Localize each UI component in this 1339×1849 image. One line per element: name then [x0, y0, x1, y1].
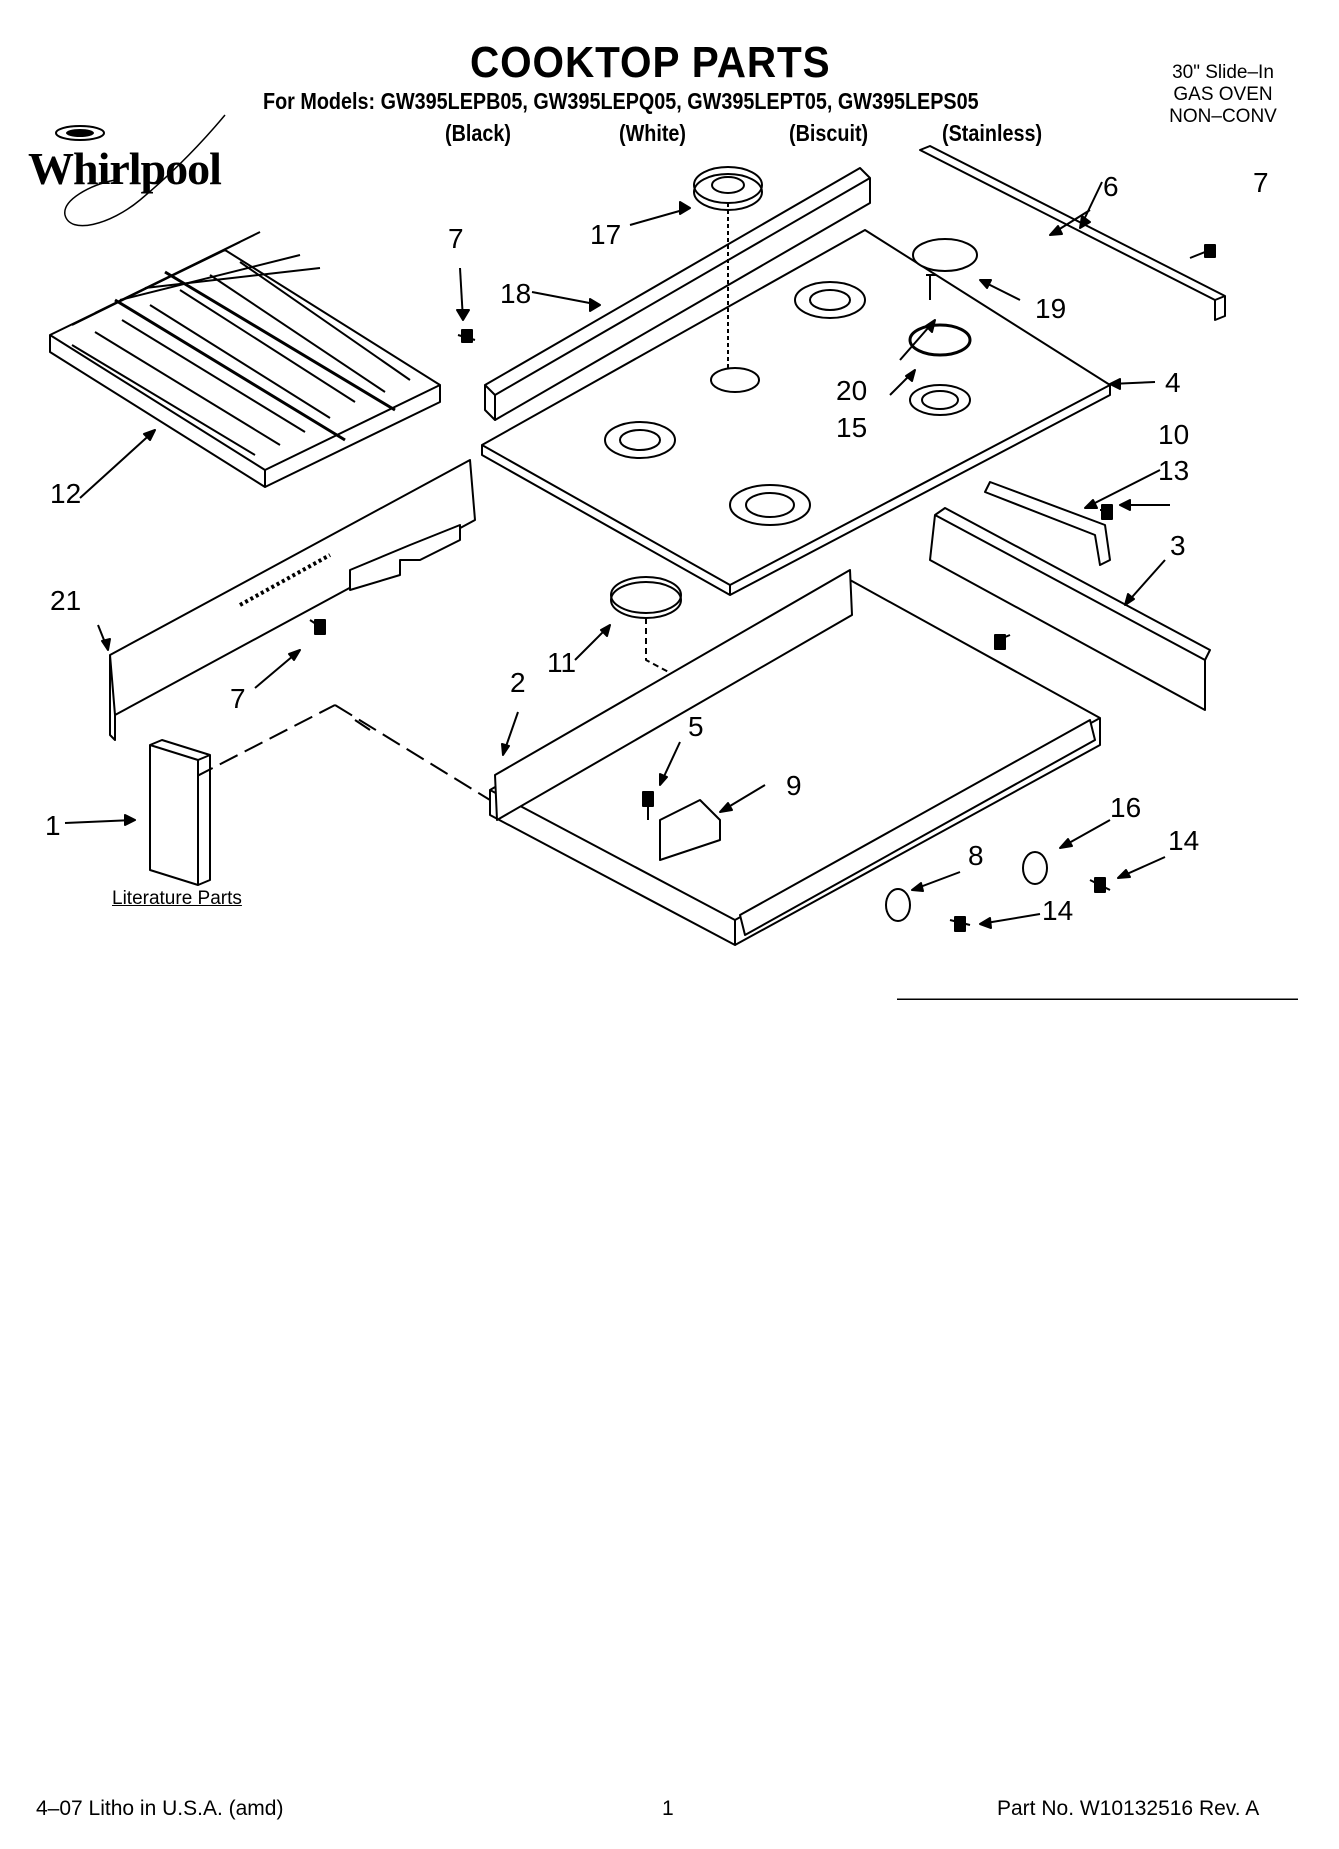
callout-8: 8 — [968, 840, 984, 871]
part-8-knob — [885, 888, 911, 922]
brand-logo-swirl — [55, 114, 226, 227]
brand-logo: Whirlpool — [28, 143, 222, 194]
exploded-parts-diagram: 1 2 3 4 5 6 7 7 7 8 9 10 11 12 13 14 14 … — [45, 145, 1298, 1000]
callout-15: 15 — [836, 412, 867, 443]
part-4-cooktop-panel — [481, 229, 1111, 596]
footer-part-number: Part No. W10132516 Rev. A — [997, 1797, 1260, 1820]
callout-20: 20 — [836, 375, 867, 406]
part-2-chassis — [489, 569, 1101, 946]
footer-print-info: 4–07 Litho in U.S.A. (amd) — [36, 1797, 284, 1820]
models-line: For Models: GW395LEPB05, GW395LEPQ05, GW… — [263, 88, 979, 114]
part-15-burner-base — [908, 323, 972, 357]
callout-7: 7 — [230, 683, 246, 714]
part-18-rear-rail — [484, 167, 871, 421]
color-label-white: (White) — [619, 120, 687, 146]
part-9-bracket — [659, 799, 721, 861]
part-12-grates — [49, 231, 441, 488]
callout-6: 6 — [1103, 171, 1119, 202]
product-info-line: 30" Slide–In — [1172, 62, 1274, 83]
screws — [309, 244, 1216, 932]
callout-5: 5 — [688, 711, 704, 742]
callout-9: 9 — [786, 770, 802, 801]
literature-parts-label: Literature Parts — [112, 888, 242, 909]
callout-12: 12 — [50, 478, 81, 509]
callout-13: 13 — [1158, 455, 1189, 486]
callout-11: 11 — [547, 647, 576, 678]
callout-4: 4 — [1165, 367, 1181, 398]
color-label-biscuit: (Biscuit) — [789, 120, 869, 146]
part-21-side-panel — [109, 459, 491, 801]
part-16-knob — [1022, 851, 1048, 885]
callout-14: 14 — [1042, 895, 1073, 926]
product-info-line: NON–CONV — [1169, 106, 1277, 127]
callout-7: 7 — [1253, 167, 1269, 198]
leader-lines — [64, 181, 1170, 929]
color-label-stainless: (Stainless) — [942, 120, 1043, 146]
part-20-screw — [926, 274, 936, 300]
part-3-front-rail — [929, 507, 1211, 711]
product-info: 30" Slide–In GAS OVEN NON–CONV — [1148, 62, 1298, 128]
callout-2: 2 — [510, 667, 526, 698]
part-1-literature — [149, 739, 211, 886]
page-title: COOKTOP PARTS — [470, 38, 831, 87]
callout-21: 21 — [50, 585, 81, 616]
callout-10: 10 — [1158, 419, 1189, 450]
part-10-bracket — [984, 481, 1111, 566]
part-19-burner-cap — [912, 238, 978, 272]
callout-17: 17 — [590, 219, 621, 250]
callout-18: 18 — [500, 278, 531, 309]
callout-19: 19 — [1035, 293, 1066, 324]
callout-7: 7 — [448, 223, 464, 254]
callout-14: 14 — [1168, 825, 1199, 856]
part-6-trim — [919, 145, 1226, 321]
callout-16: 16 — [1110, 792, 1141, 823]
color-label-black: (Black) — [445, 120, 511, 146]
product-info-line: GAS OVEN — [1173, 84, 1273, 105]
callout-numbers: 1 2 3 4 5 6 7 7 7 8 9 10 11 12 13 14 14 … — [45, 167, 1269, 926]
callout-3: 3 — [1170, 530, 1186, 561]
callout-1: 1 — [45, 810, 61, 841]
part-17-burner-cap — [693, 166, 763, 370]
footer-page-number: 1 — [662, 1797, 674, 1820]
